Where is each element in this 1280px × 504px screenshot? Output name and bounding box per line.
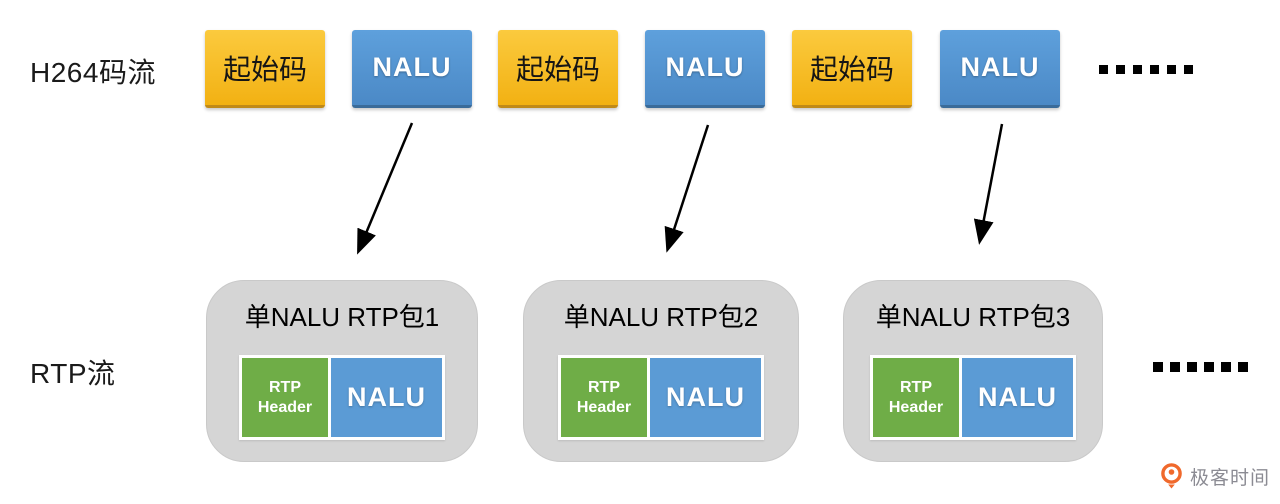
nalu-block-1: NALU — [352, 30, 472, 108]
rtp-header-box: RTP Header — [561, 358, 647, 437]
rtp-packet-1: 单NALU RTP包1 RTP Header NALU — [206, 280, 478, 462]
ellipsis-dots-top — [1099, 65, 1193, 74]
rtp-packet-3-title: 单NALU RTP包3 — [875, 302, 1071, 332]
rtp-packet-3: 单NALU RTP包3 RTP Header NALU — [843, 280, 1103, 462]
arrow-nalu2-to-packet2 — [664, 124, 710, 253]
start-code-block-2: 起始码 — [498, 30, 618, 108]
nalu-payload-box: NALU — [962, 358, 1073, 437]
arrow-nalu3-to-packet3 — [973, 123, 1004, 245]
nalu-payload-box: NALU — [650, 358, 761, 437]
geektime-logo-icon — [1161, 463, 1182, 489]
rtp-packet-2: 单NALU RTP包2 RTP Header NALU — [523, 280, 799, 462]
nalu-payload-box: NALU — [331, 358, 442, 437]
h264-stream-label: H264码流 — [30, 57, 156, 88]
rtp-packet-1-title: 单NALU RTP包1 — [244, 302, 440, 332]
rtp-header-box: RTP Header — [242, 358, 328, 437]
start-code-block-3: 起始码 — [792, 30, 912, 108]
geektime-logo-text: 极客时间 — [1190, 467, 1271, 489]
geektime-logo: 极客时间 — [1159, 462, 1270, 490]
rtp-packet-2-contents: RTP Header NALU — [558, 355, 764, 440]
rtp-header-box: RTP Header — [873, 358, 959, 437]
nalu-block-3: NALU — [940, 30, 1060, 108]
rtp-packet-2-title: 单NALU RTP包2 — [563, 302, 759, 332]
arrow-nalu1-to-packet1 — [357, 122, 414, 255]
rtp-stream-label: RTP流 — [30, 358, 116, 389]
nalu-block-2: NALU — [645, 30, 765, 108]
start-code-block-1: 起始码 — [205, 30, 325, 108]
ellipsis-dots-bottom — [1153, 362, 1248, 372]
rtp-packet-1-contents: RTP Header NALU — [239, 355, 445, 440]
rtp-packet-3-contents: RTP Header NALU — [870, 355, 1076, 440]
